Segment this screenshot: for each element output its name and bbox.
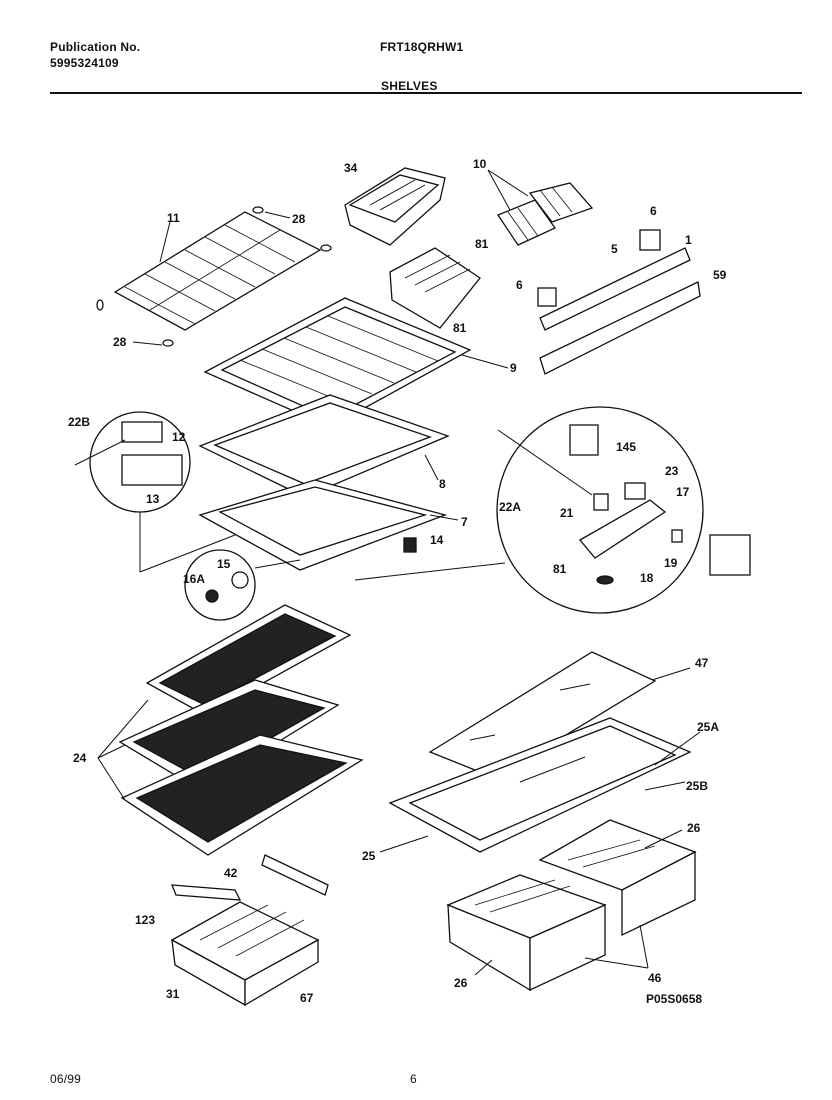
callout-14: 14 xyxy=(430,533,444,547)
callout-19: 19 xyxy=(664,556,678,570)
part-24-glass-shelves xyxy=(118,604,364,856)
callout-59: 59 xyxy=(713,268,727,282)
callout-21: 21 xyxy=(560,506,574,520)
callout-12: 12 xyxy=(172,430,186,444)
callout-26-right: 26 xyxy=(687,821,701,835)
footer-page-number: 6 xyxy=(410,1072,417,1086)
callout-6-left: 6 xyxy=(516,278,523,292)
callout-22b: 22B xyxy=(68,415,90,429)
callout-8: 8 xyxy=(439,477,446,491)
footer-date: 06/99 xyxy=(50,1072,82,1086)
section-title: SHELVES xyxy=(381,79,438,93)
callout-18: 18 xyxy=(640,571,654,585)
callout-1: 1 xyxy=(685,233,692,247)
part-25-cover-frame xyxy=(388,717,692,853)
callout-145: 145 xyxy=(616,440,636,454)
part-61-drawer xyxy=(389,247,481,329)
part-34-bin xyxy=(344,167,446,246)
detail-circle-15 xyxy=(184,549,301,621)
callout-16a: 16A xyxy=(183,572,205,586)
part-8-frame xyxy=(198,394,450,498)
callout-25b: 25B xyxy=(686,779,708,793)
callout-81-top: 81 xyxy=(475,237,489,251)
part-28-supports xyxy=(96,206,332,347)
part-47-glass-cover xyxy=(428,651,657,779)
part-31-drawer xyxy=(170,854,329,1007)
callout-34: 34 xyxy=(344,161,358,175)
callout-25: 25 xyxy=(362,849,376,863)
part-11-wire-shelf xyxy=(113,211,322,331)
callout-6-top: 6 xyxy=(650,204,657,218)
callout-81-bottom: 81 xyxy=(453,321,467,335)
callout-9: 9 xyxy=(510,361,517,375)
publication-label: Publication No. xyxy=(50,40,141,54)
callout-67: 67 xyxy=(300,991,314,1005)
callout-123: 123 xyxy=(135,913,155,927)
detail-circle-22b xyxy=(74,411,236,573)
callout-11: 11 xyxy=(167,211,180,225)
part-10-ice-trays xyxy=(497,182,594,246)
callout-47: 47 xyxy=(695,656,709,670)
detail-circle-control xyxy=(354,406,751,614)
callout-23: 23 xyxy=(665,464,679,478)
model-number: FRT18QRHW1 xyxy=(380,40,464,54)
callout-24: 24 xyxy=(73,751,87,765)
callout-42: 42 xyxy=(224,866,238,880)
callout-15: 15 xyxy=(217,557,231,571)
callout-28-top: 28 xyxy=(292,212,306,226)
callout-31: 31 xyxy=(166,987,180,1001)
part-5-1-rails xyxy=(537,229,701,375)
callout-22a: 22A xyxy=(499,500,521,514)
callout-26-bottom: 26 xyxy=(454,976,468,990)
diagram-code: P05S0658 xyxy=(646,992,702,1006)
part-9-shelf xyxy=(203,297,472,428)
leader-lines xyxy=(97,169,701,976)
part-7-tray xyxy=(198,479,448,571)
callout-7: 7 xyxy=(461,515,468,529)
callout-46: 46 xyxy=(648,971,662,985)
callout-17: 17 xyxy=(676,485,690,499)
callout-5: 5 xyxy=(611,242,618,256)
callout-28-bottom: 28 xyxy=(113,335,127,349)
callout-13: 13 xyxy=(146,492,160,506)
publication-number: 5995324109 xyxy=(50,56,119,70)
part-26-crisper-drawers xyxy=(446,819,697,992)
callout-81-circle: 81 xyxy=(553,562,567,576)
callout-25a: 25A xyxy=(697,720,719,734)
callout-10: 10 xyxy=(473,157,487,171)
header-rule xyxy=(50,92,802,94)
